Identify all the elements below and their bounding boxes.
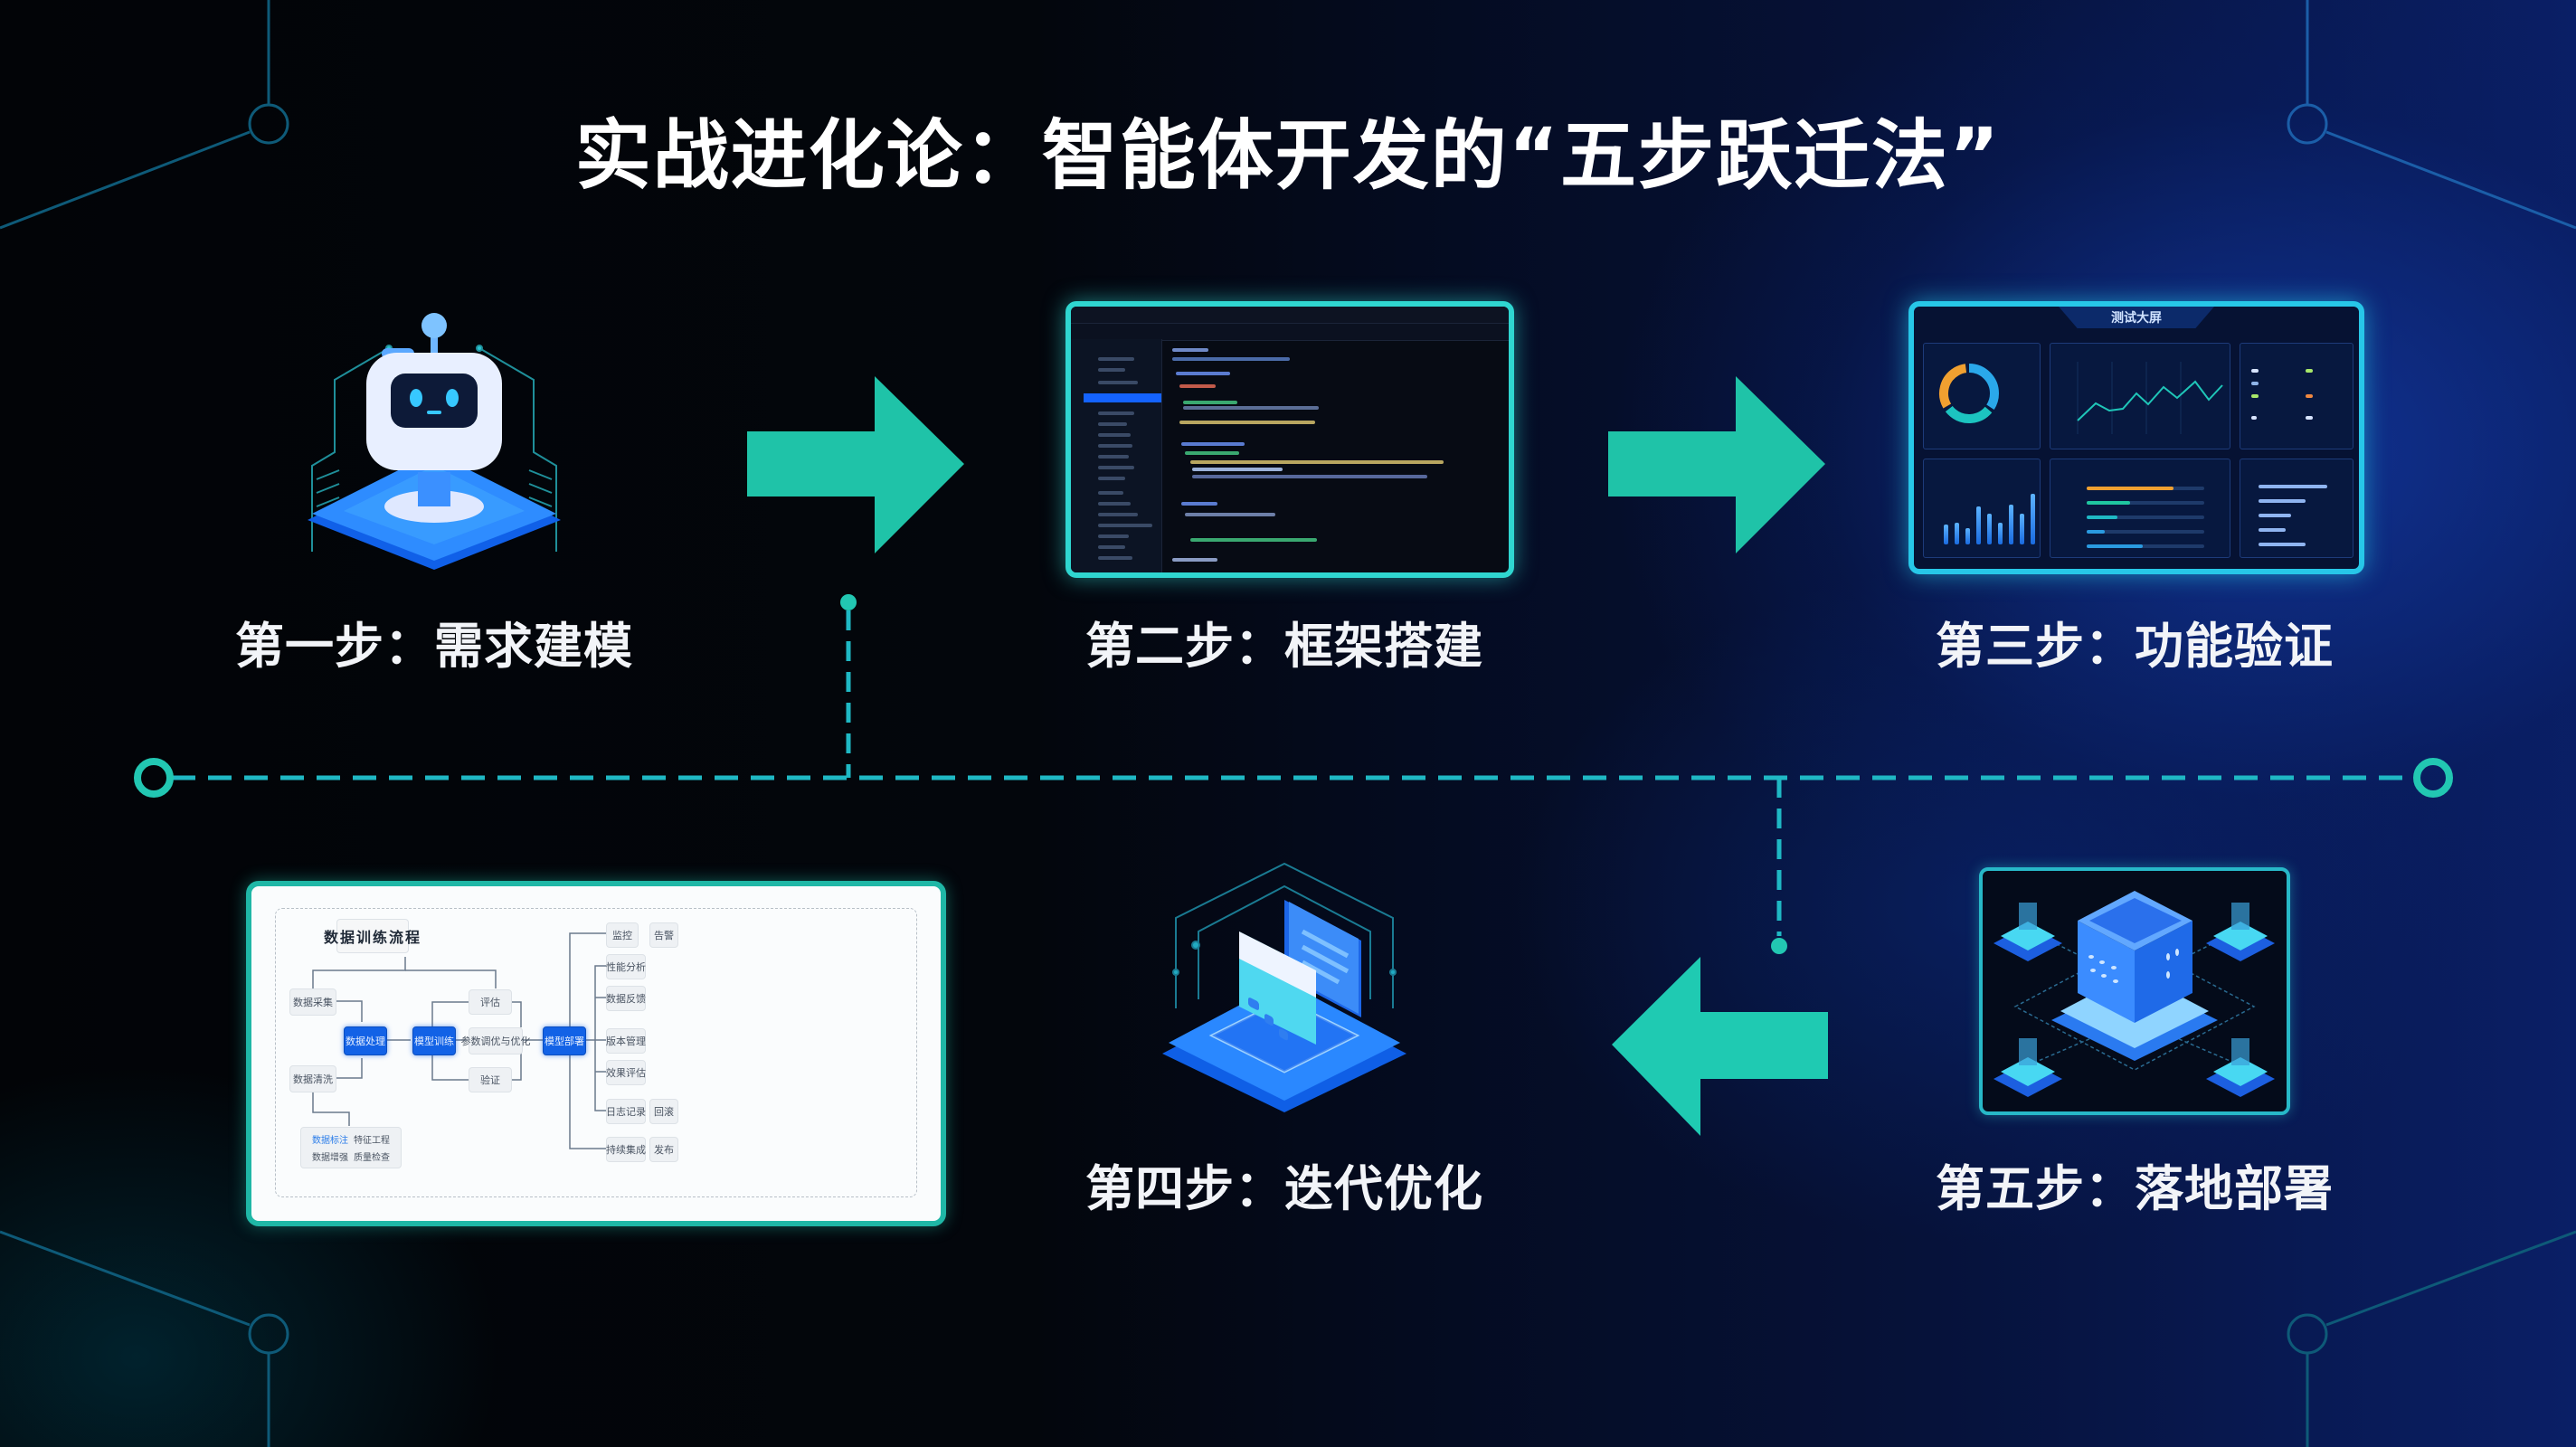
flow-node: 数据清洗 (289, 1065, 336, 1092)
flow-node: 验证 (469, 1067, 512, 1092)
code-editor-screenshot (1065, 301, 1514, 578)
flow-note-item: 特征工程 (354, 1136, 390, 1146)
flow-node: 回滚 (649, 1099, 678, 1124)
timeline-end-node (2413, 758, 2453, 798)
deco-node (248, 103, 289, 145)
ide-selected-file (1084, 393, 1161, 402)
robot-icon (308, 313, 561, 570)
deco-node (2287, 1313, 2328, 1355)
bar (2020, 514, 2024, 544)
flow-node: 版本管理 (606, 1028, 646, 1054)
arrow-right-icon (1608, 376, 1825, 553)
flow-note-item: 数据增强 (312, 1153, 348, 1163)
deco-line (0, 1230, 251, 1327)
flowchart-frame (275, 908, 917, 1197)
timeline (134, 594, 2453, 954)
edge-node (2206, 1038, 2275, 1097)
flow-node-highlight: 数据处理 (344, 1026, 387, 1055)
step-2-label: 第二步：框架搭建 (1085, 618, 1483, 675)
line-chart-panel (2050, 343, 2230, 449)
timeline-start-node (134, 758, 174, 798)
flow-node: 参数调优与优化 (461, 1027, 531, 1055)
bar (1998, 523, 2003, 544)
dashboard-header-text: 测试大屏 (2111, 311, 2162, 326)
flow-node: 持续集成 (606, 1137, 646, 1162)
flow-node: 性能分析 (606, 954, 646, 979)
ide-menubar (1071, 307, 1509, 324)
arrow-right-icon (747, 376, 964, 553)
edge-node (1994, 1038, 2062, 1097)
flow-node: 数据反馈 (606, 986, 646, 1011)
deco-line (2325, 130, 2576, 230)
deco-line (2325, 1230, 2576, 1327)
donut-chart (1939, 364, 1999, 423)
connector-dot (1771, 938, 1787, 954)
flow-node-highlight: 模型训练 (412, 1026, 456, 1055)
bar (1987, 514, 1992, 544)
server-network-panel (1979, 867, 2290, 1115)
bar (1965, 528, 1970, 544)
edge-node (2206, 903, 2275, 961)
bar (2031, 494, 2035, 544)
line-series (2077, 380, 2223, 421)
flow-node: 发布 (649, 1137, 678, 1162)
server-network-icon (1994, 891, 2275, 1097)
flow-note-item: 质量检查 (354, 1153, 390, 1163)
flow-note: 数据标注 特征工程 数据增强 质量检查 (300, 1127, 402, 1168)
page-title: 实战进化论：智能体开发的“五步跃迁法” (574, 111, 2002, 200)
ide-file-tree (1071, 339, 1162, 572)
connector-dot (840, 594, 857, 610)
ranking-panel (2240, 459, 2353, 558)
flow-node: 评估 (469, 989, 512, 1015)
ide-toolbar (1071, 324, 1509, 341)
dashboard-screenshot: 测试大屏 (1908, 301, 2364, 574)
flow-node-highlight: 模型部署 (543, 1026, 586, 1055)
bar (1944, 525, 1948, 544)
bar (1976, 506, 1981, 544)
arrow-left-icon (1612, 957, 1828, 1136)
deco-node (2287, 103, 2328, 145)
central-server (2051, 891, 2218, 1061)
flow-note-item: 数据标注 (312, 1136, 348, 1146)
deco-node (248, 1313, 289, 1355)
step-4-label: 第四步：迭代优化 (1085, 1160, 1483, 1217)
donut-panel (1923, 343, 2041, 449)
step-1-label: 第一步：需求建模 (235, 618, 633, 675)
ide-code-area (1172, 348, 1500, 565)
step-5-label: 第五步：落地部署 (1936, 1160, 2334, 1217)
edge-node (1994, 903, 2062, 961)
bar (2009, 505, 2013, 544)
flow-node: 告警 (649, 922, 678, 948)
flowchart-screenshot: 数据训练流程 数据采集 数据清洗 数据处理 模型训练 评估 参数调优与优化 验证… (246, 881, 946, 1226)
deco-line (0, 130, 251, 230)
line-chart (2077, 362, 2223, 434)
flow-node: 监控 (606, 922, 639, 948)
flow-node: 效果评估 (606, 1060, 646, 1085)
flowchart-connectors (312, 932, 606, 1149)
progress-panel (2050, 459, 2230, 558)
flow-node: 数据采集 (289, 988, 336, 1016)
bar-chart-panel (1923, 459, 2041, 558)
bar (1955, 523, 1959, 544)
legend-panel (2240, 343, 2353, 449)
windows-stack-icon (1162, 862, 1406, 1112)
flowchart-title: 数据训练流程 (324, 919, 420, 953)
flow-node: 日志记录 (606, 1099, 646, 1124)
step-3-label: 第三步：功能验证 (1936, 618, 2334, 675)
dashboard-header: 测试大屏 (2059, 307, 2214, 328)
